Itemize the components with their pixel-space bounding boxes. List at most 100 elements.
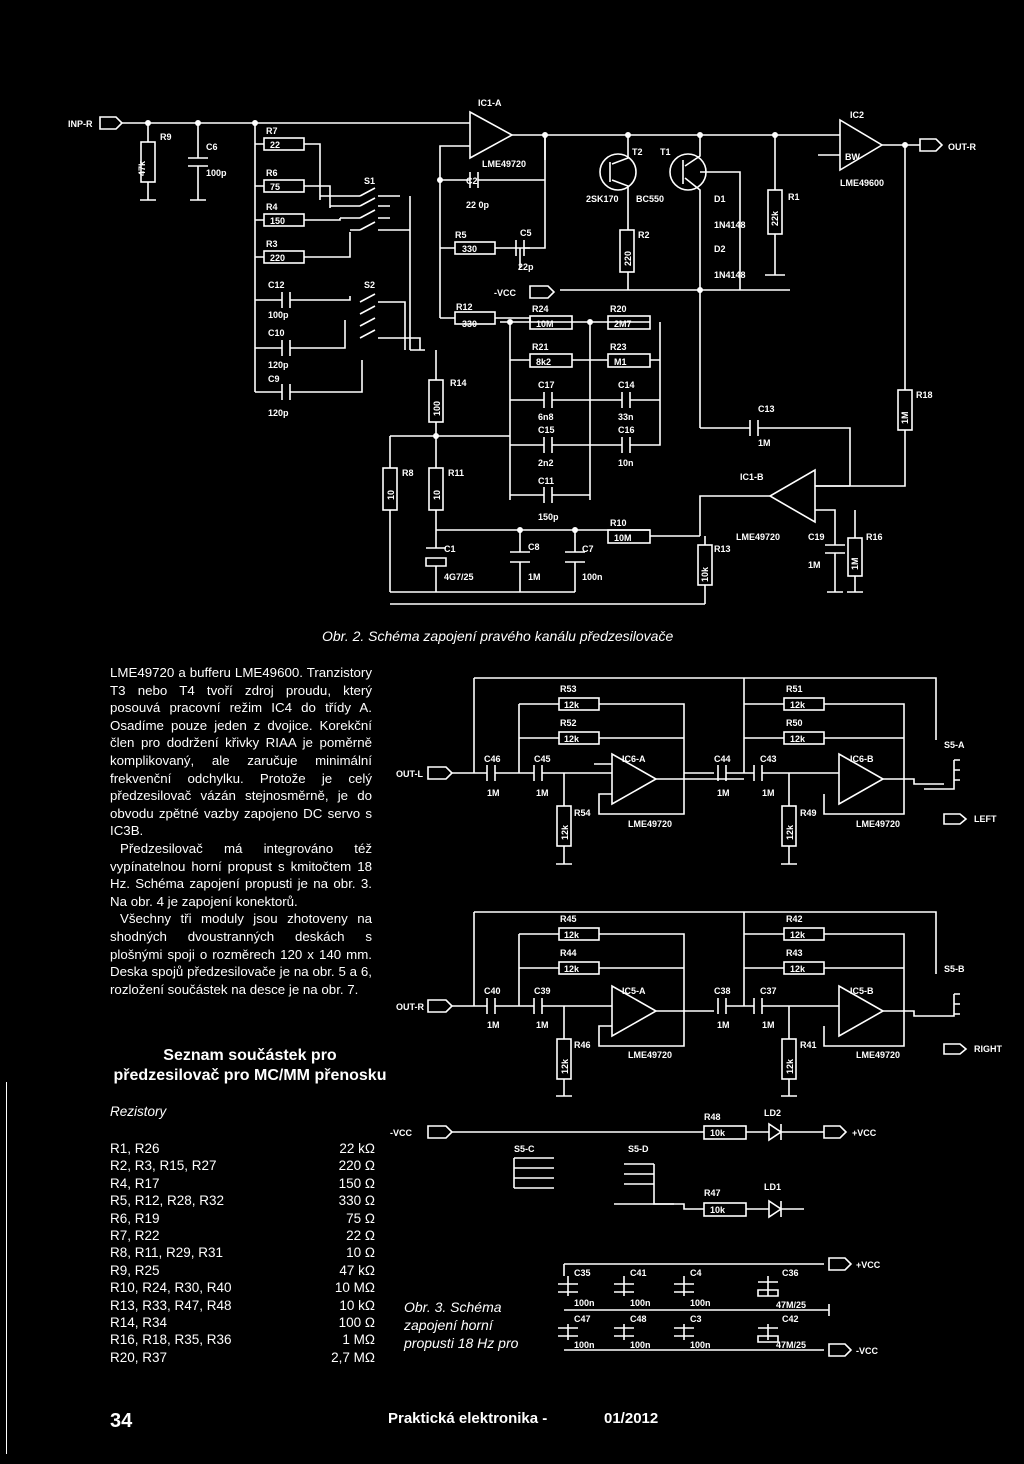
label-s5d: S5-D xyxy=(628,1144,649,1154)
value-c40: 1M xyxy=(487,1020,500,1030)
value-r13: 10k xyxy=(700,566,710,582)
label-c45: C45 xyxy=(534,754,551,764)
value-c7: 100n xyxy=(582,572,603,582)
label-r51: R51 xyxy=(786,684,803,694)
label-r54: R54 xyxy=(574,808,591,818)
label-r9: R9 xyxy=(160,132,172,142)
value-r5: 330 xyxy=(462,244,477,254)
value-c39: 1M xyxy=(536,1020,549,1030)
label-d2: D2 xyxy=(714,244,726,254)
label-left: LEFT xyxy=(974,814,997,824)
paragraph-2: Předzesilovač má integrováno též vypínat… xyxy=(110,840,372,909)
value-c13: 1M xyxy=(758,438,771,448)
label-r42: R42 xyxy=(786,914,803,924)
value-r42: 12k xyxy=(790,930,806,940)
value-r46: 12k xyxy=(560,1058,570,1074)
label-c12: C12 xyxy=(268,280,285,290)
parts-list-heading: Seznam součástek pro předzesilovač pro M… xyxy=(113,1047,387,1084)
value-r20: 2M7 xyxy=(614,319,632,329)
paragraph-3: Všechny tři moduly jsou zhotoveny na sho… xyxy=(110,911,372,997)
label-ld2: LD2 xyxy=(764,1108,781,1118)
label-r49: R49 xyxy=(800,808,817,818)
value-c4: 100n xyxy=(690,1298,711,1308)
value-c6: 100p xyxy=(206,168,227,178)
value-r1: 22k xyxy=(770,210,780,226)
label-c44: C44 xyxy=(714,754,731,764)
label-lme-ic6b: LME49720 xyxy=(856,819,900,829)
label-r10: R10 xyxy=(610,518,627,528)
value-r53: 12k xyxy=(564,700,580,710)
label-s5c: S5-C xyxy=(514,1144,535,1154)
value-r9: 47k xyxy=(137,160,147,176)
value-r23: M1 xyxy=(614,357,627,367)
value-c42: 47M/25 xyxy=(776,1340,806,1350)
figure-3-caption: Obr. 3. Schéma zapojení horní propusti 1… xyxy=(404,1298,544,1352)
label-c17: C17 xyxy=(538,380,555,390)
label-c43: C43 xyxy=(760,754,777,764)
label-r52: R52 xyxy=(560,718,577,728)
label-right: RIGHT xyxy=(974,1044,1003,1054)
label-c41: C41 xyxy=(630,1268,647,1278)
label-lme-ic6a: LME49720 xyxy=(628,819,672,829)
value-r18: 1M xyxy=(900,411,910,424)
label-c39: C39 xyxy=(534,986,551,996)
value-r2: 220 xyxy=(623,251,633,266)
label-vcc-pos-1: +VCC xyxy=(852,1128,877,1138)
margin-rule xyxy=(6,1082,7,1454)
value-r54: 12k xyxy=(560,824,570,840)
figure-3-caption-line-2: zapojení horní xyxy=(404,1317,493,1333)
value-r10: 10M xyxy=(614,533,632,543)
label-r2: R2 xyxy=(638,230,650,240)
value-c12: 100p xyxy=(268,310,289,320)
label-r3: R3 xyxy=(266,239,278,249)
value-r21: 8k2 xyxy=(536,357,551,367)
value-r3: 220 xyxy=(270,253,285,263)
label-r6: R6 xyxy=(266,168,278,178)
value-c3: 100n xyxy=(690,1340,711,1350)
value-r14: 100 xyxy=(432,401,442,416)
label-r5: R5 xyxy=(455,230,467,240)
label-r8: R8 xyxy=(402,468,414,478)
value-r16: 1M xyxy=(850,557,860,570)
label-d1: D1 xyxy=(714,194,726,204)
label-c47: C47 xyxy=(574,1314,591,1324)
label-r14: R14 xyxy=(450,378,467,388)
label-c46: C46 xyxy=(484,754,501,764)
label-r41: R41 xyxy=(800,1040,817,1050)
label-r43: R43 xyxy=(786,948,803,958)
label-c16: C16 xyxy=(618,425,635,435)
label-c1: C1 xyxy=(444,544,456,554)
label-r1: R1 xyxy=(788,192,800,202)
label-lme-ic1b: LME49720 xyxy=(736,532,780,542)
label-ic5b: IC5-B xyxy=(850,986,874,996)
magazine-name: Praktická elektronika - xyxy=(388,1410,548,1427)
value-r45: 12k xyxy=(564,930,580,940)
label-out: OUT-R xyxy=(948,142,976,152)
value-r24: 10M xyxy=(536,319,554,329)
label-r24: R24 xyxy=(532,304,549,314)
label-ic6b: IC6-B xyxy=(850,754,874,764)
issue-number: 01/2012 xyxy=(604,1410,659,1427)
value-c9: 120p xyxy=(268,408,289,418)
value-r6: 75 xyxy=(270,182,280,192)
label-lme-ic5a: LME49720 xyxy=(628,1050,672,1060)
value-r4: 150 xyxy=(270,216,285,226)
label-r47: R47 xyxy=(704,1188,721,1198)
figure-3-caption-line-3: propusti 18 Hz pro xyxy=(404,1335,519,1351)
value-c35: 100n xyxy=(574,1298,595,1308)
value-c45: 1M xyxy=(536,788,549,798)
value-c2: 22 0p xyxy=(466,200,490,210)
value-r41: 12k xyxy=(785,1058,795,1074)
value-r50: 12k xyxy=(790,734,806,744)
label-r13: R13 xyxy=(714,544,731,554)
label-lme-ic1a: LME49720 xyxy=(482,159,526,169)
label-ic5a: IC5-A xyxy=(622,986,646,996)
label-r48: R48 xyxy=(704,1112,721,1122)
page-number: 34 xyxy=(110,1410,133,1432)
label-t1: T1 xyxy=(660,147,671,157)
label-r16: R16 xyxy=(866,532,883,542)
label-bw: BW xyxy=(845,152,860,162)
label-c2: C2 xyxy=(466,176,478,186)
